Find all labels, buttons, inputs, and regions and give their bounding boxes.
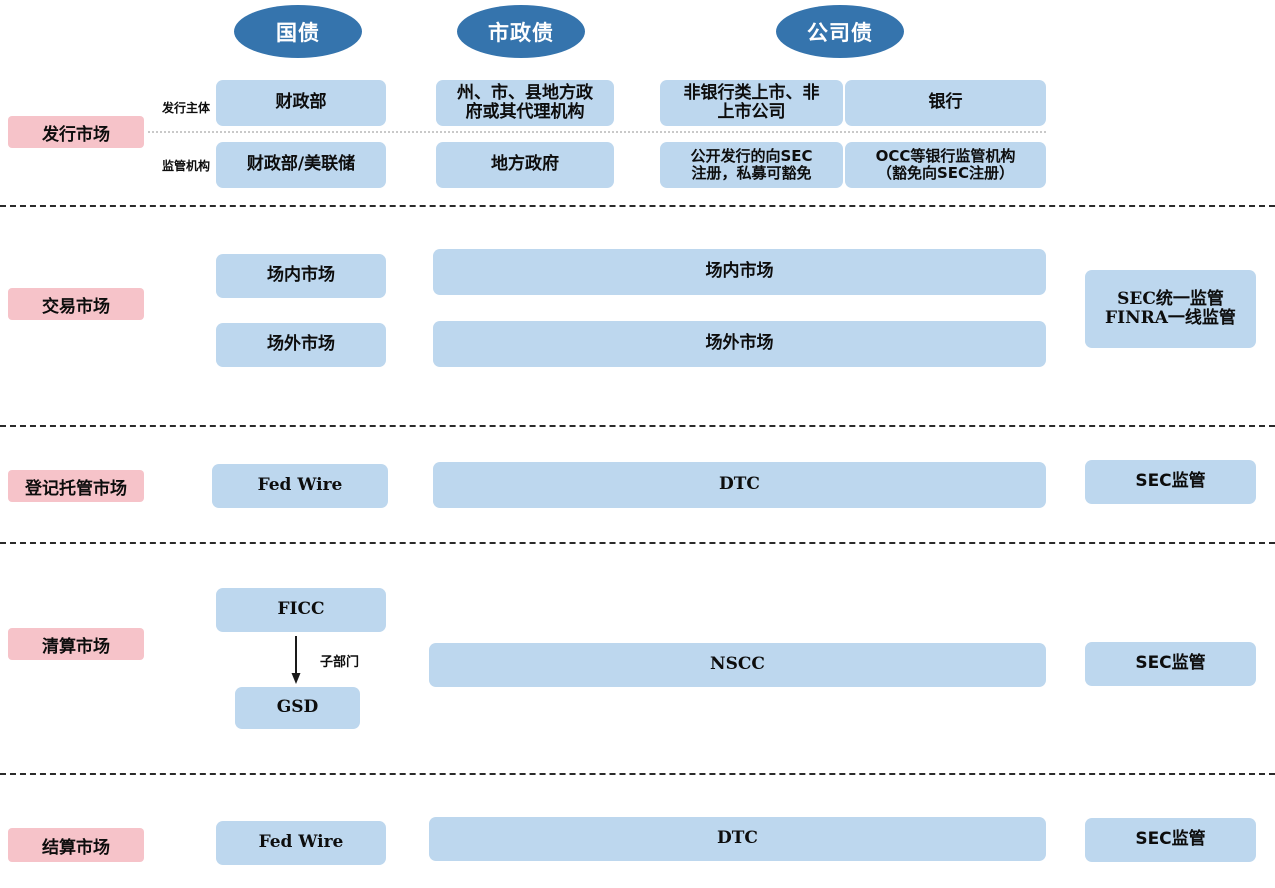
stage-label-trading: 交易市场 <box>8 288 144 320</box>
clearing-box-ficc: FICC <box>216 588 386 632</box>
stage-label-clearing: 清算市场 <box>8 628 144 660</box>
clearing-arrow-label: 子部门 <box>320 655 360 670</box>
section-divider-2 <box>0 425 1275 427</box>
issuance-row-label-issuer: 发行主体 <box>161 101 210 115</box>
clearing-box-nscc: NSCC <box>429 643 1046 687</box>
trading-box-treasury-exchange: 场内市场 <box>216 254 386 298</box>
settlement-supervision-box: SEC监管 <box>1085 818 1256 862</box>
settlement-box-treasury: Fed Wire <box>216 821 386 865</box>
regulator-box-corporate-nonbank: 公开发行的向SEC 注册，私募可豁免 <box>660 142 843 188</box>
trading-box-treasury-otc: 场外市场 <box>216 323 386 367</box>
custody-box-treasury: Fed Wire <box>212 464 388 508</box>
trading-supervision-box: SEC统一监管 FINRA一线监管 <box>1085 270 1256 348</box>
issuer-box-corporate-nonbank: 非银行类上市、非 上市公司 <box>660 80 843 126</box>
regulator-box-corporate-bank: OCC等银行监管机构 （豁免向SEC注册） <box>845 142 1046 188</box>
clearing-box-gsd: GSD <box>235 687 360 729</box>
clearing-arrow-ficc-to-gsd <box>290 636 312 686</box>
settlement-box-wide: DTC <box>429 817 1046 861</box>
stage-label-custody: 登记托管市场 <box>8 470 144 502</box>
stage-label-issuance: 发行市场 <box>8 116 144 148</box>
issuer-box-municipal: 州、市、县地方政 府或其代理机构 <box>436 80 614 126</box>
regulator-box-treasury: 财政部/美联储 <box>216 142 386 188</box>
issuance-row-separator <box>148 131 1046 133</box>
section-divider-3 <box>0 542 1275 544</box>
trading-box-wide-otc: 场外市场 <box>433 321 1046 367</box>
issuer-box-corporate-bank: 银行 <box>845 80 1046 126</box>
bond-type-ellipse-corporate: 公司债 <box>776 5 904 58</box>
trading-box-wide-exchange: 场内市场 <box>433 249 1046 295</box>
issuer-box-treasury: 财政部 <box>216 80 386 126</box>
bond-type-ellipse-treasury: 国债 <box>234 5 362 58</box>
bond-type-ellipse-municipal: 市政债 <box>457 5 585 58</box>
issuance-row-label-regulator: 监管机构 <box>161 159 210 173</box>
section-divider-1 <box>0 205 1275 207</box>
regulator-box-municipal: 地方政府 <box>436 142 614 188</box>
stage-label-settlement: 结算市场 <box>8 828 144 862</box>
custody-box-wide: DTC <box>433 462 1046 508</box>
clearing-supervision-box: SEC监管 <box>1085 642 1256 686</box>
section-divider-4 <box>0 773 1275 775</box>
custody-supervision-box: SEC监管 <box>1085 460 1256 504</box>
